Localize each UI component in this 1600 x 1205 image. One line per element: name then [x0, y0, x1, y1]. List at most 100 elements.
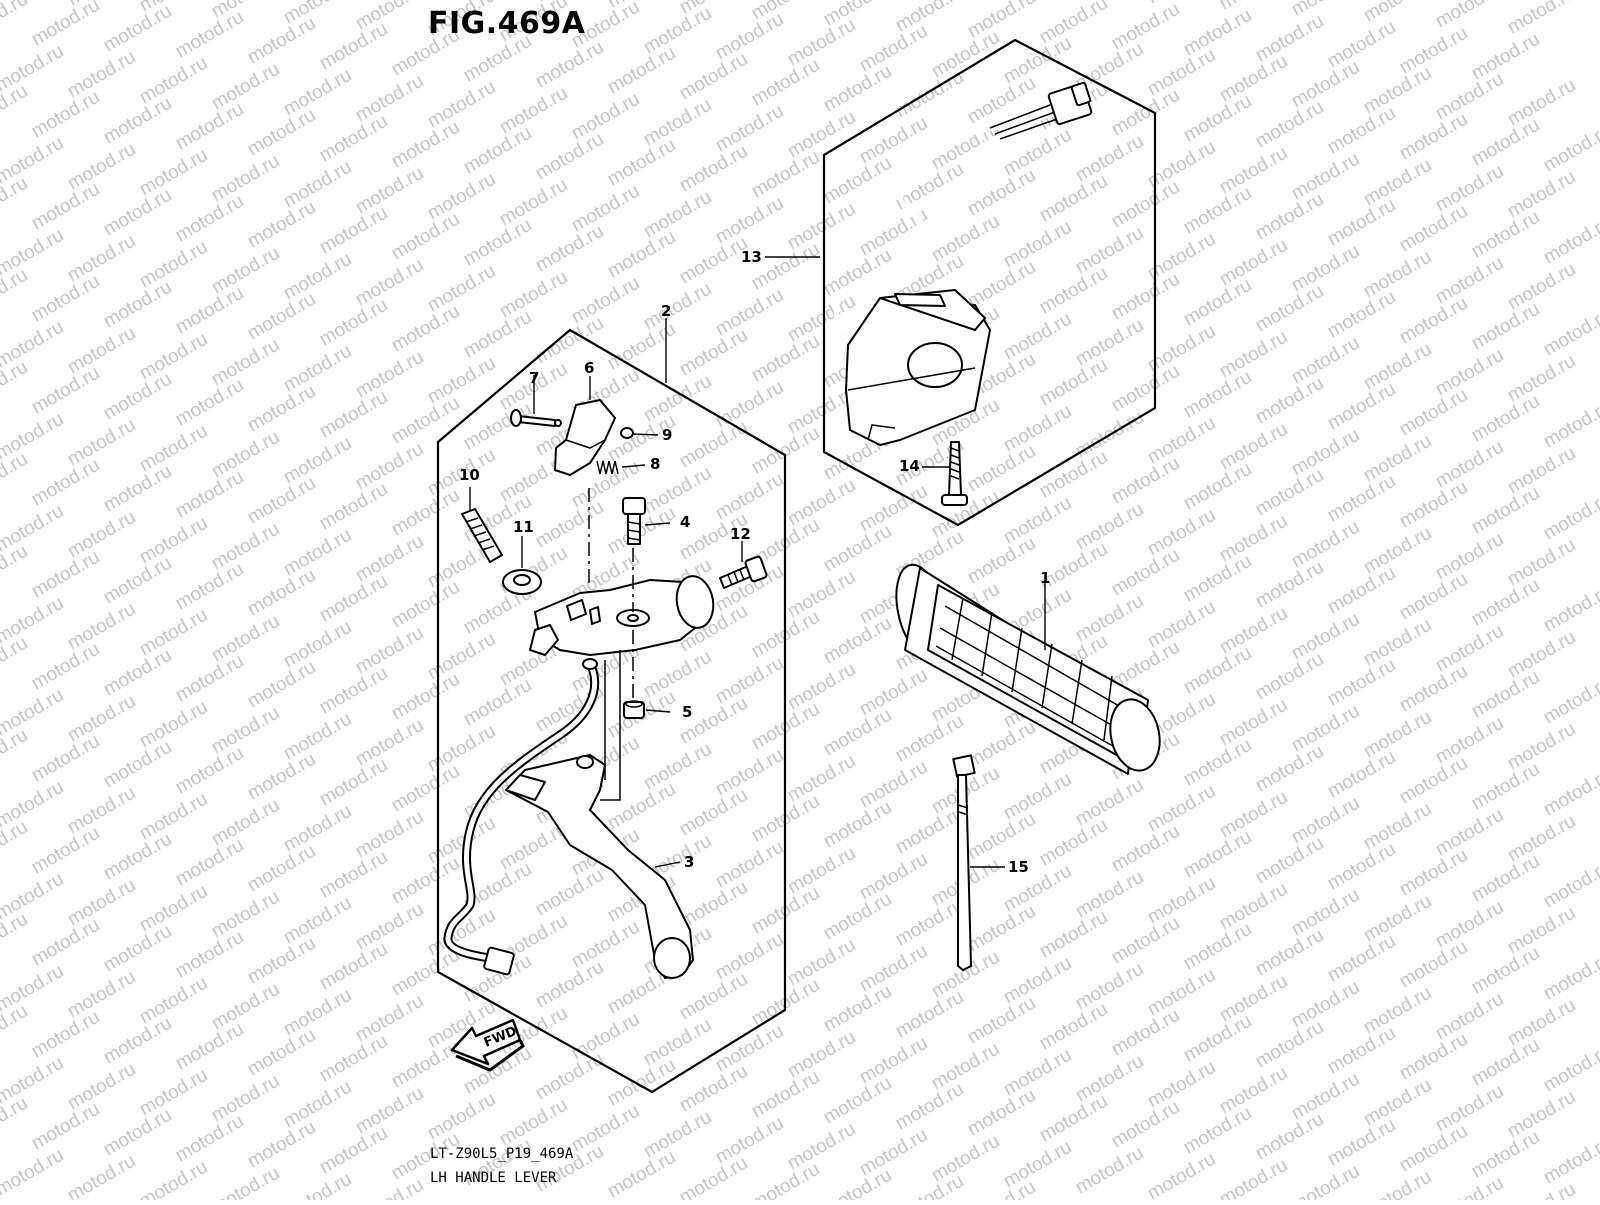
watermark-text: motod.ru [1432, 713, 1507, 769]
watermark-text: motod.ru [1396, 201, 1471, 257]
watermark-text: motod.ru [532, 129, 607, 185]
pivot-pin[interactable] [511, 410, 561, 426]
watermark-text: motod.ru [352, 899, 427, 955]
watermark-text: motod.ru [1540, 581, 1600, 637]
watermark-text: motod.ru [784, 1027, 859, 1083]
watermark-text: motod.ru [424, 629, 499, 685]
watermark-text: motod.ru [964, 1177, 1039, 1200]
watermark-text: motod.ru [388, 945, 463, 1001]
watermark-text: motod.ru [28, 271, 103, 327]
callout-14: 14 [899, 457, 920, 475]
watermark-text: motod.ru [1216, 1063, 1291, 1119]
watermark-text: motod.ru [1432, 437, 1507, 493]
watermark-text: motod.ru [208, 59, 283, 115]
callout-8: 8 [650, 455, 660, 473]
watermark-text: motod.ru [784, 659, 859, 715]
collar[interactable] [624, 701, 644, 718]
watermark-text: motod.ru [1324, 17, 1399, 73]
watermark-text: motod.ru [1504, 903, 1579, 959]
watermark-text: motod.ru [1324, 471, 1399, 527]
watermark-text: motod.ru [64, 1151, 139, 1200]
watermark-text: motod.ru [1360, 431, 1435, 487]
watermark-text: motod.ru [1252, 833, 1327, 889]
watermark-text: motod.ru [208, 427, 283, 483]
watermark-text: motod.ru [964, 901, 1039, 957]
watermark-text: motod.ru [136, 237, 211, 293]
watermark-text: motod.ru [208, 611, 283, 667]
watermark-text: motod.ru [568, 1101, 643, 1157]
watermark-text: motod.ru [604, 779, 679, 835]
watermark-text: motod.ru [352, 1175, 427, 1200]
watermark-text: motod.ru [532, 221, 607, 277]
watermark-text: motod.ru [748, 1159, 823, 1200]
watermark-text: motod.ru [964, 809, 1039, 865]
watermark-text: motod.ru [172, 7, 247, 63]
watermark-text: motod.ru [532, 957, 607, 1013]
watermark-text: motod.ru [784, 843, 859, 899]
watermark-text: motod.ru [892, 1079, 967, 1135]
watermark-text: motod.ru [424, 261, 499, 317]
watermark-text: motod.ru [604, 135, 679, 191]
watermark-text: motod.ru [1432, 529, 1507, 585]
watermark-text: motod.ru [208, 243, 283, 299]
watermark-text: motod.ru [604, 43, 679, 99]
watermark-text: motod.ru [1144, 413, 1219, 469]
watermark-text: motod.ru [712, 193, 787, 249]
watermark-text: motod.ru [1324, 195, 1399, 251]
watermark-text: motod.ru [1360, 339, 1435, 395]
watermark-text: motod.ru [820, 521, 895, 577]
watermark-text: motod.ru [1288, 241, 1363, 297]
watermark-text: motod.ru [1288, 977, 1363, 1033]
watermark-text: motod.ru [136, 789, 211, 845]
watermark-text: motod.ru [388, 393, 463, 449]
watermark-text: motod.ru [1288, 0, 1363, 20]
watermark-text: motod.ru [1180, 367, 1255, 423]
watermark-text: motod.ru [1360, 0, 1435, 26]
watermark-text: motod.ru [1216, 603, 1291, 659]
watermark-text: motod.ru [1432, 345, 1507, 401]
watermark-text: motod.ru [1252, 1109, 1327, 1165]
watermark-text: motod.ru [1540, 213, 1600, 269]
watermark-text: motod.ru [0, 633, 31, 689]
watermark-text: motod.ru [172, 191, 247, 247]
watermark-text: motod.ru [1396, 937, 1471, 993]
watermark-text: motod.ru [100, 737, 175, 793]
watermark-text: motod.ru [0, 0, 31, 44]
watermark-text: motod.ru [1108, 85, 1183, 141]
watermark-text: motod.ru [1468, 759, 1543, 815]
watermark-text: motod.ru [820, 981, 895, 1037]
watermark-text: motod.ru [712, 469, 787, 525]
watermark-text: motod.ru [1324, 563, 1399, 619]
lock-nut[interactable] [503, 570, 541, 594]
watermark-text: motod.ru [1504, 75, 1579, 131]
watermark-text: motod.ru [316, 663, 391, 719]
watermark-text: motod.ru [1288, 1161, 1363, 1200]
watermark-text: motod.ru [280, 525, 355, 581]
watermark-text: motod.ru [28, 455, 103, 511]
watermark-text: motod.ru [1360, 63, 1435, 119]
watermark-text: motod.ru [28, 1099, 103, 1155]
watermark-text: motod.ru [208, 703, 283, 759]
watermark-text: motod.ru [352, 71, 427, 127]
watermark-text: motod.ru [784, 1119, 859, 1175]
watermark-text: motod.ru [208, 519, 283, 575]
watermark-text: motod.ru [352, 991, 427, 1047]
watermark-text: motod.ru [784, 567, 859, 623]
watermark-text: motod.ru [0, 909, 31, 965]
watermark-text: motod.ru [1468, 207, 1543, 263]
washer-9[interactable] [621, 428, 633, 438]
watermark-text: motod.ru [136, 881, 211, 937]
watermark-text: motod.ru [1288, 425, 1363, 481]
watermark-text: motod.ru [1180, 551, 1255, 607]
watermark-text: motod.ru [352, 255, 427, 311]
watermark-text: motod.ru [316, 19, 391, 75]
callout-15: 15 [1008, 858, 1029, 876]
watermark-text: motod.ru [784, 751, 859, 807]
watermark-text: motod.ru [1036, 907, 1111, 963]
watermark-text: motod.ru [1072, 591, 1147, 647]
watermark-text: motod.ru [64, 1059, 139, 1115]
watermark-text: motod.ru [1396, 23, 1471, 79]
watermark-text: motod.ru [892, 895, 967, 951]
watermark-text: motod.ru [460, 123, 535, 179]
watermark-text: motod.ru [640, 187, 715, 243]
